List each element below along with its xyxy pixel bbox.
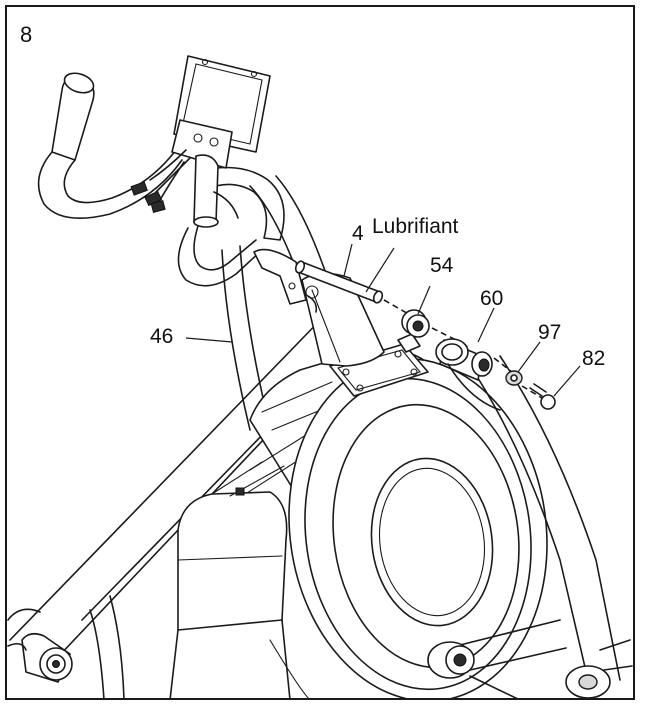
label-part-97: 97	[538, 321, 562, 344]
washer-part-97	[505, 370, 523, 386]
label-part-46: 46	[150, 325, 174, 348]
lower-pivot	[427, 619, 567, 698]
label-part-54: 54	[430, 254, 454, 277]
axle-part-4	[294, 260, 384, 304]
center-stem	[253, 248, 385, 367]
bushing-part-54	[401, 309, 430, 338]
label-part-4: 4	[352, 222, 364, 245]
label-part-60: 60	[480, 287, 504, 310]
explosion-line	[383, 299, 543, 399]
pivot-part-60	[435, 338, 501, 411]
label-part-82: 82	[582, 347, 606, 370]
leader-lines	[185, 243, 581, 397]
step-number: 8	[20, 22, 33, 47]
console-mount	[130, 55, 271, 228]
left-handlebar	[37, 72, 285, 287]
flywheel-cover	[288, 357, 548, 698]
left-foot	[7, 595, 125, 698]
label-lubricant: Lubrifiant	[372, 215, 459, 238]
bolt-part-82	[529, 383, 556, 410]
